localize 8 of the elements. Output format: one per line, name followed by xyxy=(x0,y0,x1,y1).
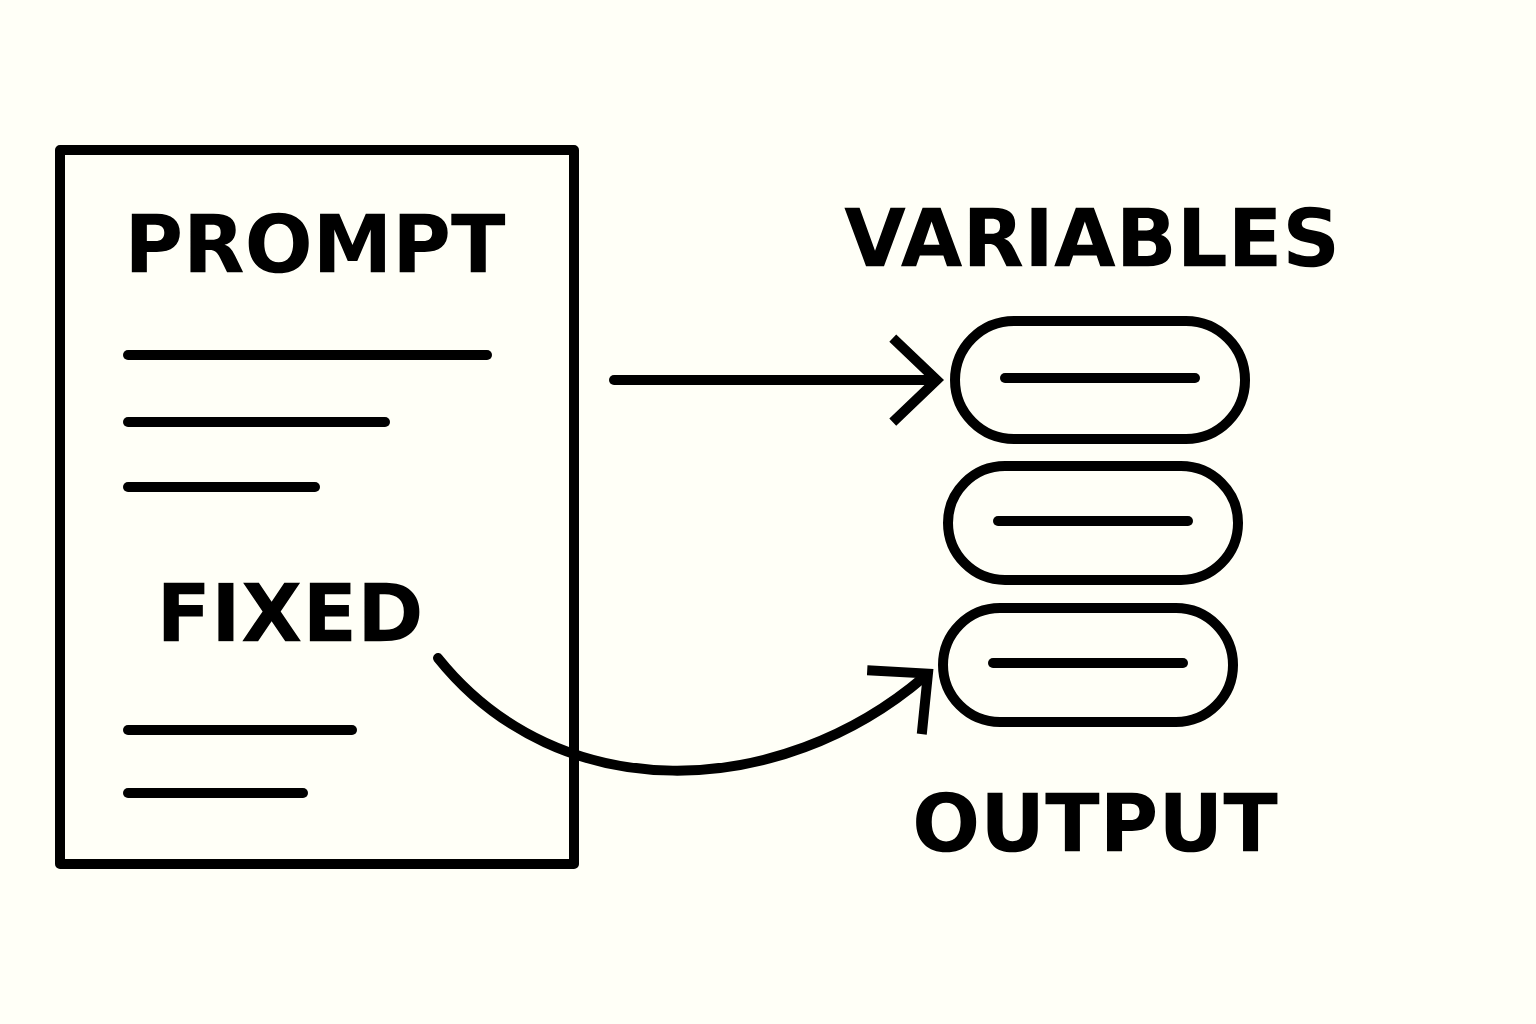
capsule-field xyxy=(950,316,1250,444)
capsule-field xyxy=(943,461,1243,585)
capsule-field xyxy=(938,603,1238,727)
arrow xyxy=(433,653,934,776)
arrow xyxy=(609,334,944,426)
section-label: FIXED xyxy=(163,582,420,642)
heading-label: OUTPUT xyxy=(916,791,1278,853)
heading-label: VARIABLES xyxy=(844,206,1335,268)
